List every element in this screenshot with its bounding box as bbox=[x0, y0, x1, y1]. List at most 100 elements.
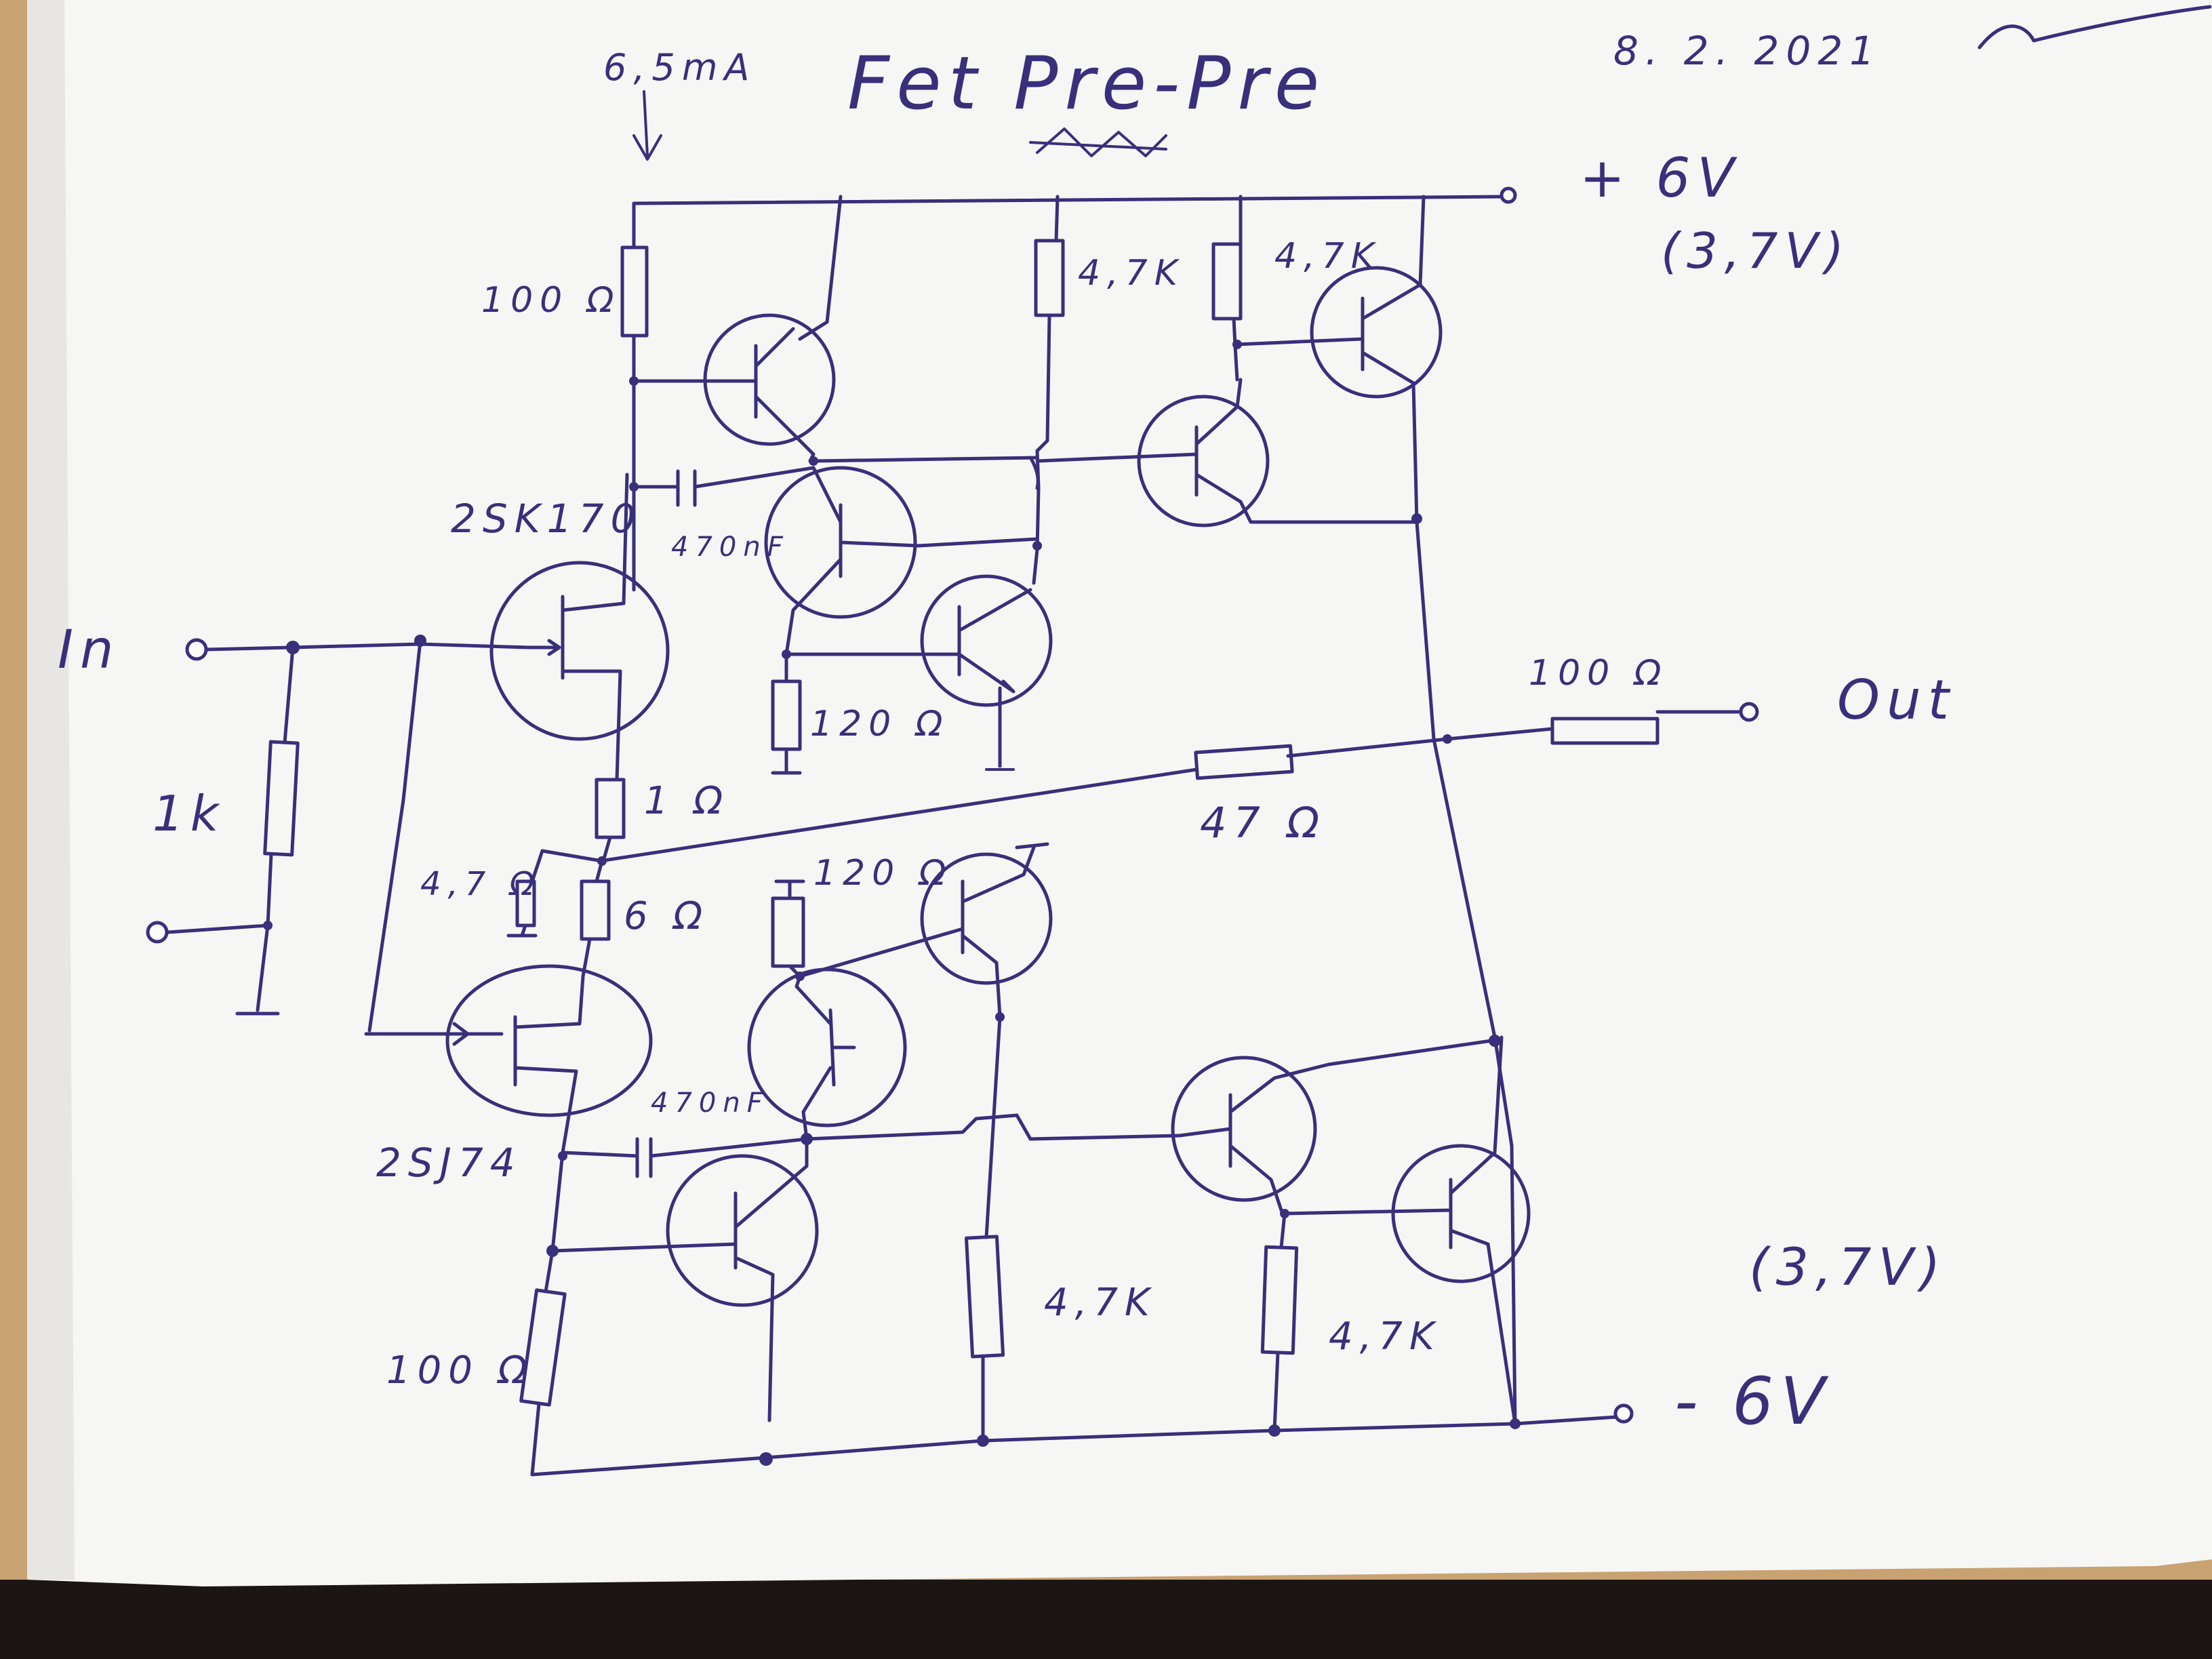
resistor-label: 47 Ω bbox=[1200, 798, 1326, 847]
resistor-label: 100 Ω bbox=[386, 1348, 534, 1393]
resistor-r-source-p bbox=[580, 879, 611, 941]
current-arrow bbox=[632, 90, 662, 161]
transistor-q9 bbox=[1171, 1056, 1317, 1202]
transistor-q5-leads bbox=[1235, 195, 1426, 524]
resistor-label: 4,7 Ω bbox=[420, 865, 541, 903]
transistor-q4-leads bbox=[1035, 378, 1419, 524]
wire bbox=[595, 859, 604, 883]
negative-terminal bbox=[1613, 1403, 1634, 1424]
wire bbox=[506, 923, 538, 938]
resistor-label: 100 Ω bbox=[481, 280, 621, 321]
junction bbox=[263, 921, 273, 930]
transistor-q10 bbox=[1391, 1144, 1531, 1283]
resistor-r-input bbox=[263, 740, 300, 857]
resistor-label: 120 Ω bbox=[813, 853, 953, 894]
negative-supply-label: - 6V bbox=[1674, 1363, 1832, 1439]
fet-2sk170-leads bbox=[527, 473, 629, 782]
transistor-q3-leads bbox=[784, 588, 1032, 768]
resistor-r-bottom-base bbox=[964, 1235, 1005, 1359]
wire bbox=[283, 645, 295, 744]
input-ground-terminal bbox=[146, 921, 169, 944]
input-terminal bbox=[185, 638, 208, 661]
fet-n-label: 2SK170 bbox=[451, 496, 642, 542]
transistor-q6-leads bbox=[550, 1137, 809, 1422]
output-terminal bbox=[1739, 702, 1759, 722]
wire bbox=[1272, 1351, 1280, 1433]
transistor-q5 bbox=[1310, 266, 1443, 399]
transistor-q7-leads bbox=[795, 974, 856, 1141]
wire bbox=[788, 964, 802, 978]
wire bbox=[530, 1401, 541, 1477]
capacitor-c-bottom bbox=[561, 1137, 809, 1178]
resistor-label: 4,7K bbox=[1329, 1315, 1441, 1359]
input-label: In bbox=[58, 620, 120, 681]
wire bbox=[1286, 737, 1449, 758]
transistor-q10-leads bbox=[1283, 1035, 1517, 1426]
transistor-q3 bbox=[920, 574, 1053, 707]
wire bbox=[598, 767, 1199, 863]
positive-rail bbox=[632, 195, 1507, 205]
wire bbox=[1279, 1212, 1287, 1250]
date-label: 8. 2. 2021 bbox=[1613, 28, 1881, 74]
junction bbox=[977, 1435, 989, 1447]
junction bbox=[1411, 513, 1422, 524]
scribble-mark bbox=[1029, 127, 1167, 157]
resistor-r-bottom bbox=[519, 1288, 567, 1407]
fet-2sj74 bbox=[445, 964, 653, 1117]
wire bbox=[530, 849, 604, 883]
schematic-title: Fet Pre-Pre bbox=[847, 41, 1326, 126]
transistor-q2-leads bbox=[784, 466, 1039, 656]
junction bbox=[629, 482, 639, 492]
wire bbox=[166, 923, 270, 934]
fet-2sj74-leads bbox=[364, 974, 585, 1155]
transistor-q6 bbox=[666, 1154, 819, 1307]
supply-current-label: 6,5mA bbox=[603, 46, 756, 89]
paper-sheet bbox=[27, 0, 2212, 1586]
positive-supply-alt-label: (3,7V) bbox=[1661, 222, 1851, 279]
resistor-label: 1k bbox=[153, 785, 226, 842]
junction bbox=[1489, 1035, 1501, 1047]
positive-terminal bbox=[1500, 186, 1517, 204]
capacitor-label: 470nF bbox=[671, 532, 790, 563]
resistor-label: 1 Ω bbox=[644, 779, 729, 823]
resistor-r-feedback bbox=[1194, 744, 1294, 780]
wire bbox=[771, 747, 802, 775]
wire bbox=[1445, 727, 1554, 741]
wire bbox=[367, 639, 422, 1033]
resistor-label: 6 Ω bbox=[624, 894, 709, 938]
transistor-q8 bbox=[920, 852, 1053, 985]
fet-p-label: 2SJ74 bbox=[376, 1140, 522, 1186]
resistor-label: 4,7K bbox=[1078, 253, 1184, 294]
junction bbox=[1510, 1418, 1521, 1429]
resistor-label: 120 Ω bbox=[810, 704, 950, 744]
wire bbox=[774, 879, 805, 900]
wire bbox=[1054, 195, 1060, 243]
wire bbox=[984, 1015, 1002, 1239]
resistor-r-out bbox=[1550, 717, 1660, 745]
wire bbox=[805, 1113, 1182, 1141]
output-label: Out bbox=[1837, 668, 1956, 732]
positive-supply-label: + 6V bbox=[1580, 146, 1741, 209]
resistor-label: 4,7K bbox=[1044, 1281, 1157, 1325]
negative-supply-alt-label: (3,7V) bbox=[1749, 1237, 1947, 1297]
resistor-label: 100 Ω bbox=[1529, 653, 1668, 694]
paper-edge bbox=[27, 0, 75, 1580]
capacitor-c-top bbox=[632, 466, 816, 507]
transistor-q8-leads bbox=[798, 842, 1049, 1019]
signature bbox=[1977, 5, 2212, 49]
capacitor-label: 470nF bbox=[651, 1087, 769, 1119]
wire bbox=[1032, 313, 1051, 585]
transistor-q2 bbox=[764, 466, 917, 619]
fet-2sk170 bbox=[489, 561, 670, 741]
transistor-q9-leads bbox=[1178, 1039, 1493, 1212]
wire bbox=[205, 642, 531, 652]
junction bbox=[1268, 1424, 1281, 1437]
resistor-r-top-out bbox=[1211, 242, 1243, 321]
negative-rail bbox=[530, 1415, 1619, 1477]
junction bbox=[759, 1452, 773, 1466]
desk-edge-shadow bbox=[0, 1580, 2212, 1659]
transistor-q1-leads bbox=[632, 327, 816, 463]
transistor-q4 bbox=[1137, 395, 1270, 527]
